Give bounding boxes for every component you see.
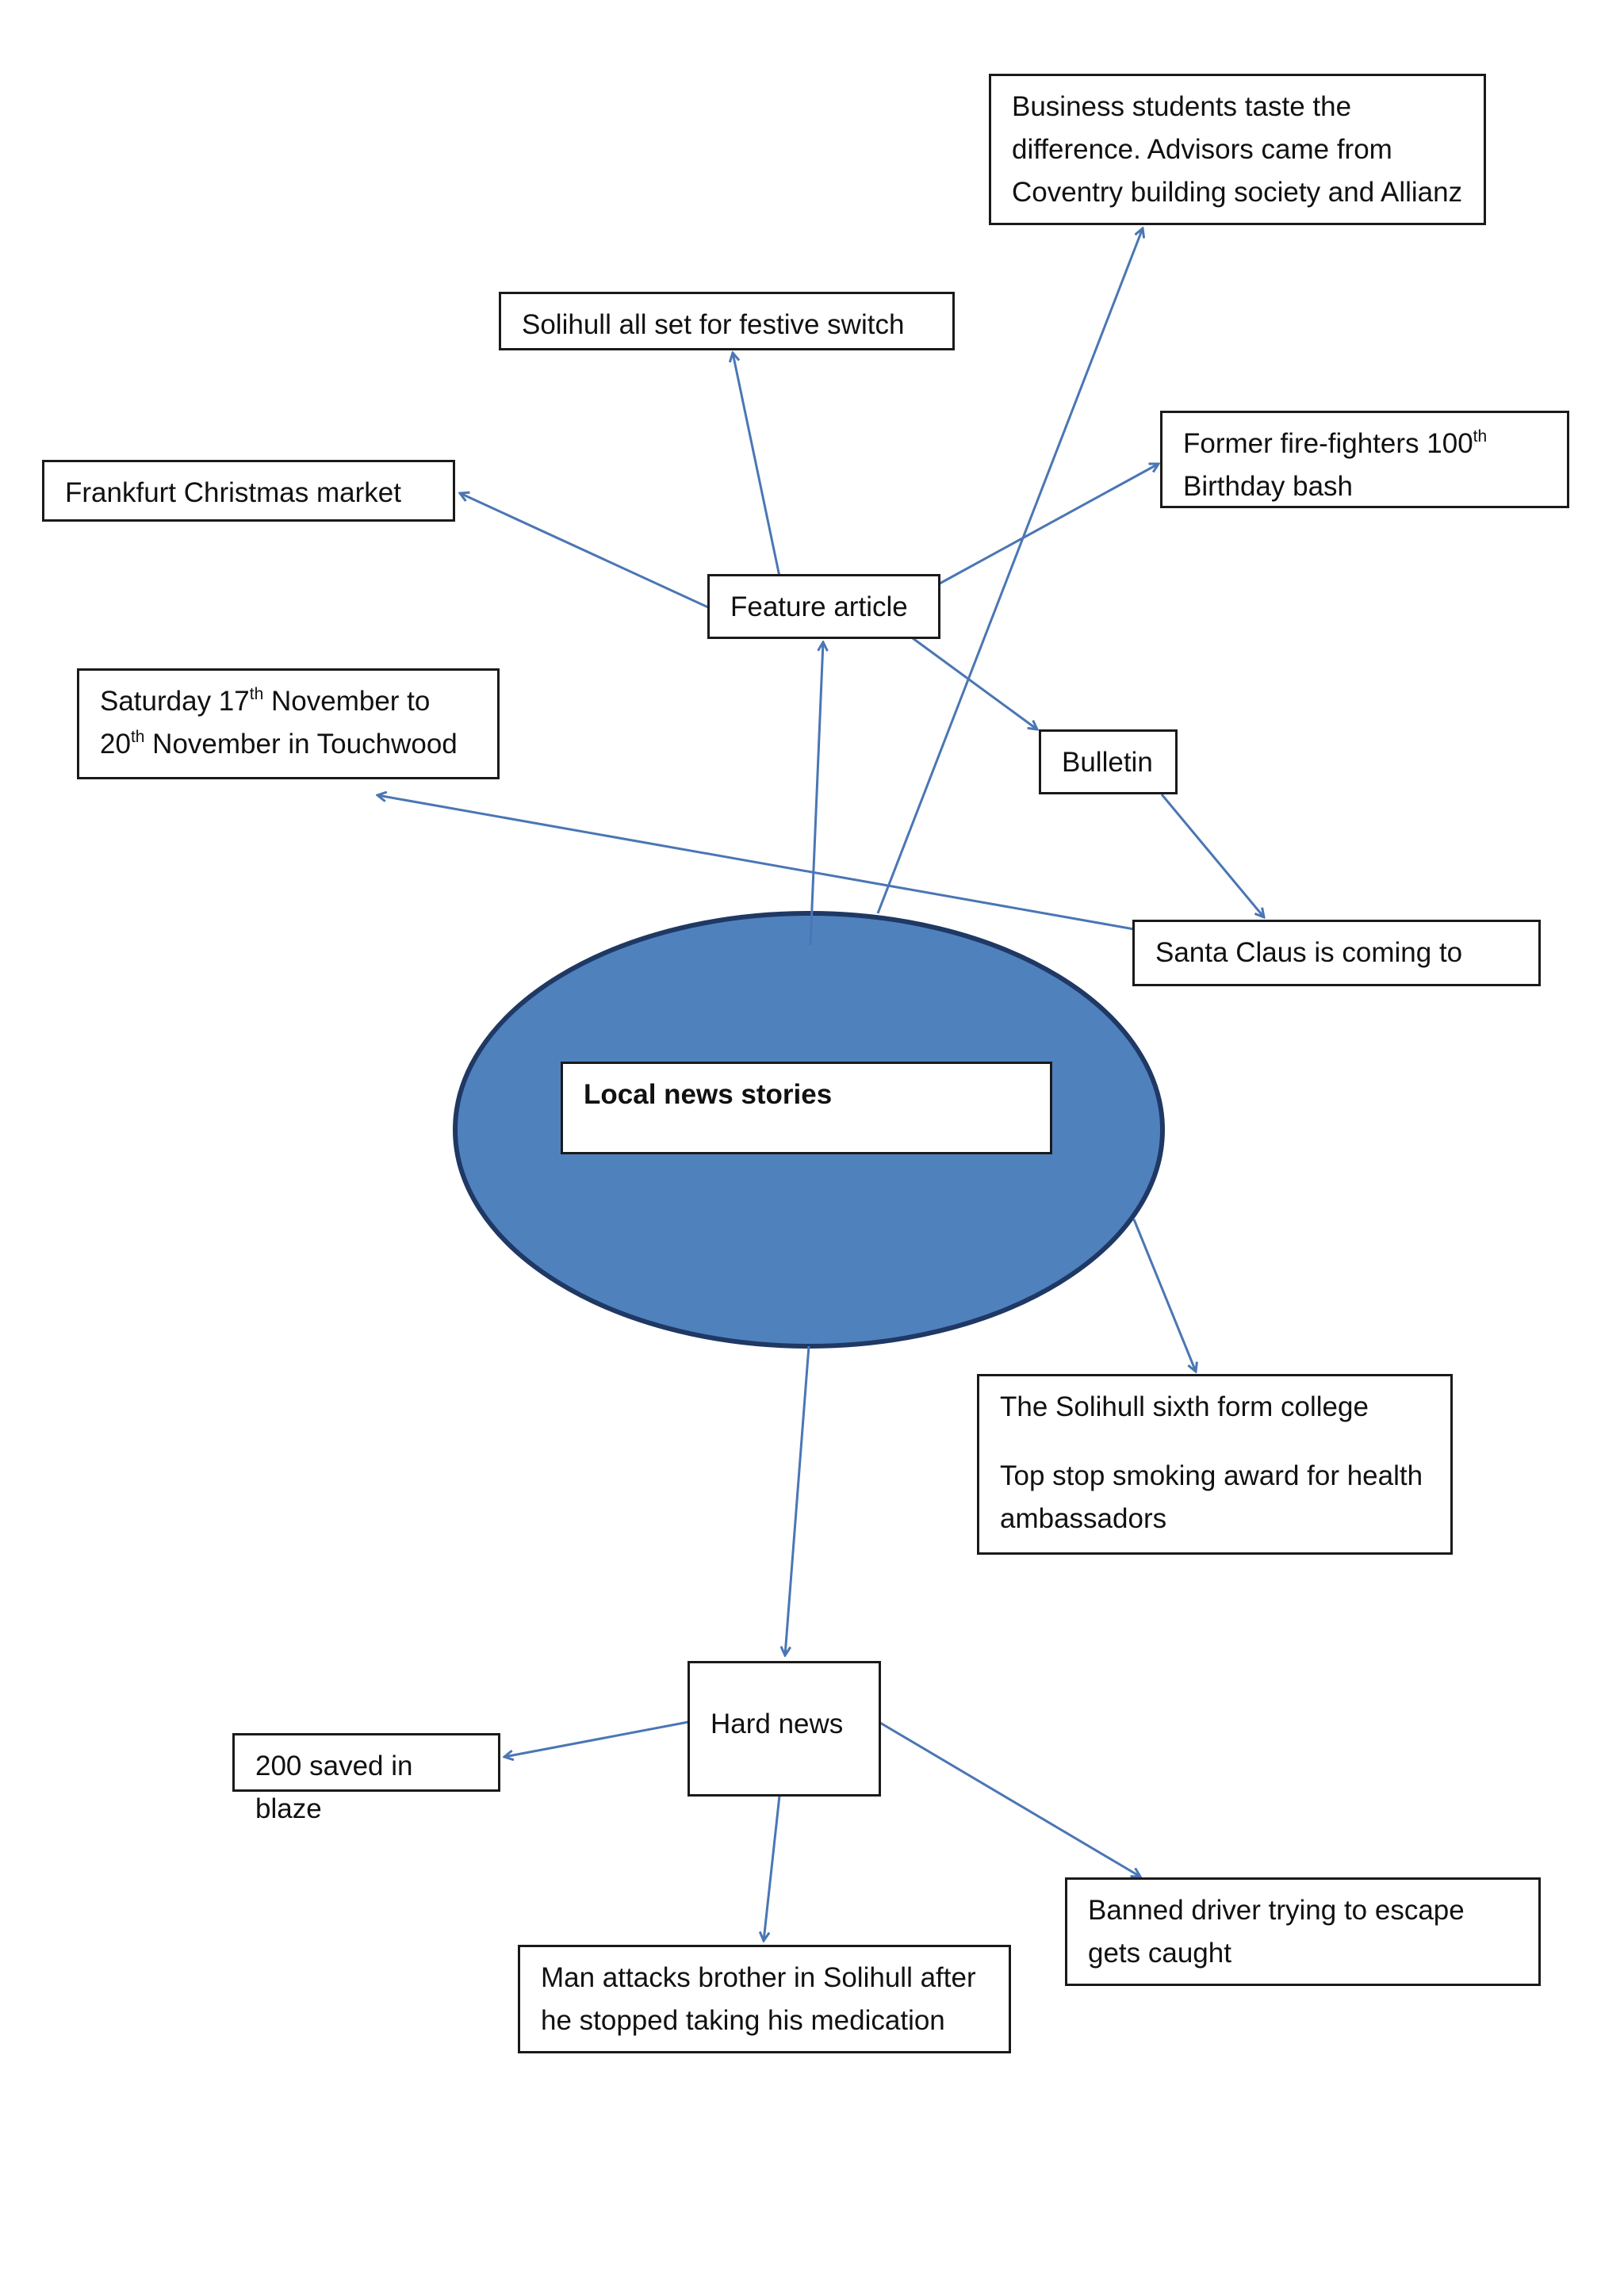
blaze-node: 200 saved in blaze	[232, 1733, 500, 1824]
arrow-center-to-business	[876, 228, 1143, 914]
firefighter-node: Former fire-fighters 100th Birthday bash	[1160, 411, 1569, 508]
frankfurt-node: Frankfurt Christmas market	[42, 460, 455, 522]
firefighter-text-part1: Former fire-fighters 100	[1183, 428, 1473, 459]
medication-node: Man attacks brother in Solihull after he…	[518, 1945, 1011, 2053]
blaze-text: 200 saved in blaze	[255, 1751, 413, 1824]
arrow-center-to-sixthform	[1132, 1219, 1196, 1372]
arrow-santa-to-saturday	[377, 795, 1135, 931]
firefighter-superscript: th	[1473, 427, 1488, 446]
arrow-center-to-hardnews	[785, 1345, 810, 1655]
saturday-text-part3: 20	[100, 729, 131, 760]
saturday-node: Saturday 17th November to 20th November …	[77, 668, 500, 779]
banned-driver-node: Banned driver trying to escape gets caug…	[1065, 1877, 1541, 1986]
arrow-feature-to-bulletin	[912, 637, 1037, 729]
hard-news-node: Hard news	[688, 1661, 881, 1797]
center-label-box: Local news stories	[561, 1062, 1052, 1154]
saturday-superscript-1: th	[249, 685, 264, 703]
saturday-text-part4: November in Touchwood	[144, 729, 458, 760]
firefighter-text-part2: Birthday bash	[1183, 471, 1354, 502]
feature-article-label: Feature article	[730, 591, 908, 622]
festive-switch-text: Solihull all set for festive switch	[522, 309, 905, 340]
arrow-hardnews-to-medication	[764, 1795, 781, 1941]
arrow-feature-to-frankfurt	[460, 493, 709, 609]
sixth-form-line1: The Solihull sixth form college	[1000, 1391, 1369, 1422]
santa-node: Santa Claus is coming to	[1132, 920, 1541, 986]
arrow-feature-to-festive	[733, 353, 781, 577]
feature-article-node: Feature article	[707, 574, 940, 639]
business-students-text: Business students taste the difference. …	[1012, 91, 1463, 208]
center-label: Local news stories	[584, 1079, 833, 1110]
hard-news-label: Hard news	[710, 1709, 844, 1739]
saturday-superscript-2: th	[130, 728, 145, 746]
bulletin-node: Bulletin	[1039, 729, 1178, 794]
business-students-node: Business students taste the difference. …	[989, 74, 1486, 225]
sixth-form-node: The Solihull sixth form college Top stop…	[977, 1374, 1453, 1555]
saturday-text-part2: November to	[263, 686, 431, 717]
banned-driver-text: Banned driver trying to escape gets caug…	[1088, 1895, 1465, 1969]
frankfurt-text: Frankfurt Christmas market	[65, 477, 401, 508]
arrow-hardnews-to-banned	[879, 1721, 1140, 1877]
arrow-hardnews-to-blaze	[504, 1720, 689, 1757]
sixth-form-line2: Top stop smoking award for health ambass…	[1000, 1460, 1423, 1534]
arrow-bulletin-to-santa	[1160, 794, 1264, 917]
santa-text: Santa Claus is coming to	[1155, 937, 1463, 968]
medication-text: Man attacks brother in Solihull after he…	[541, 1962, 976, 2036]
saturday-text-part1: Saturday 17	[100, 686, 250, 717]
festive-switch-node: Solihull all set for festive switch	[499, 292, 955, 350]
bulletin-label: Bulletin	[1062, 747, 1153, 778]
arrow-center-to-feature	[809, 642, 823, 946]
arrow-feature-to-firefighter	[939, 464, 1159, 585]
